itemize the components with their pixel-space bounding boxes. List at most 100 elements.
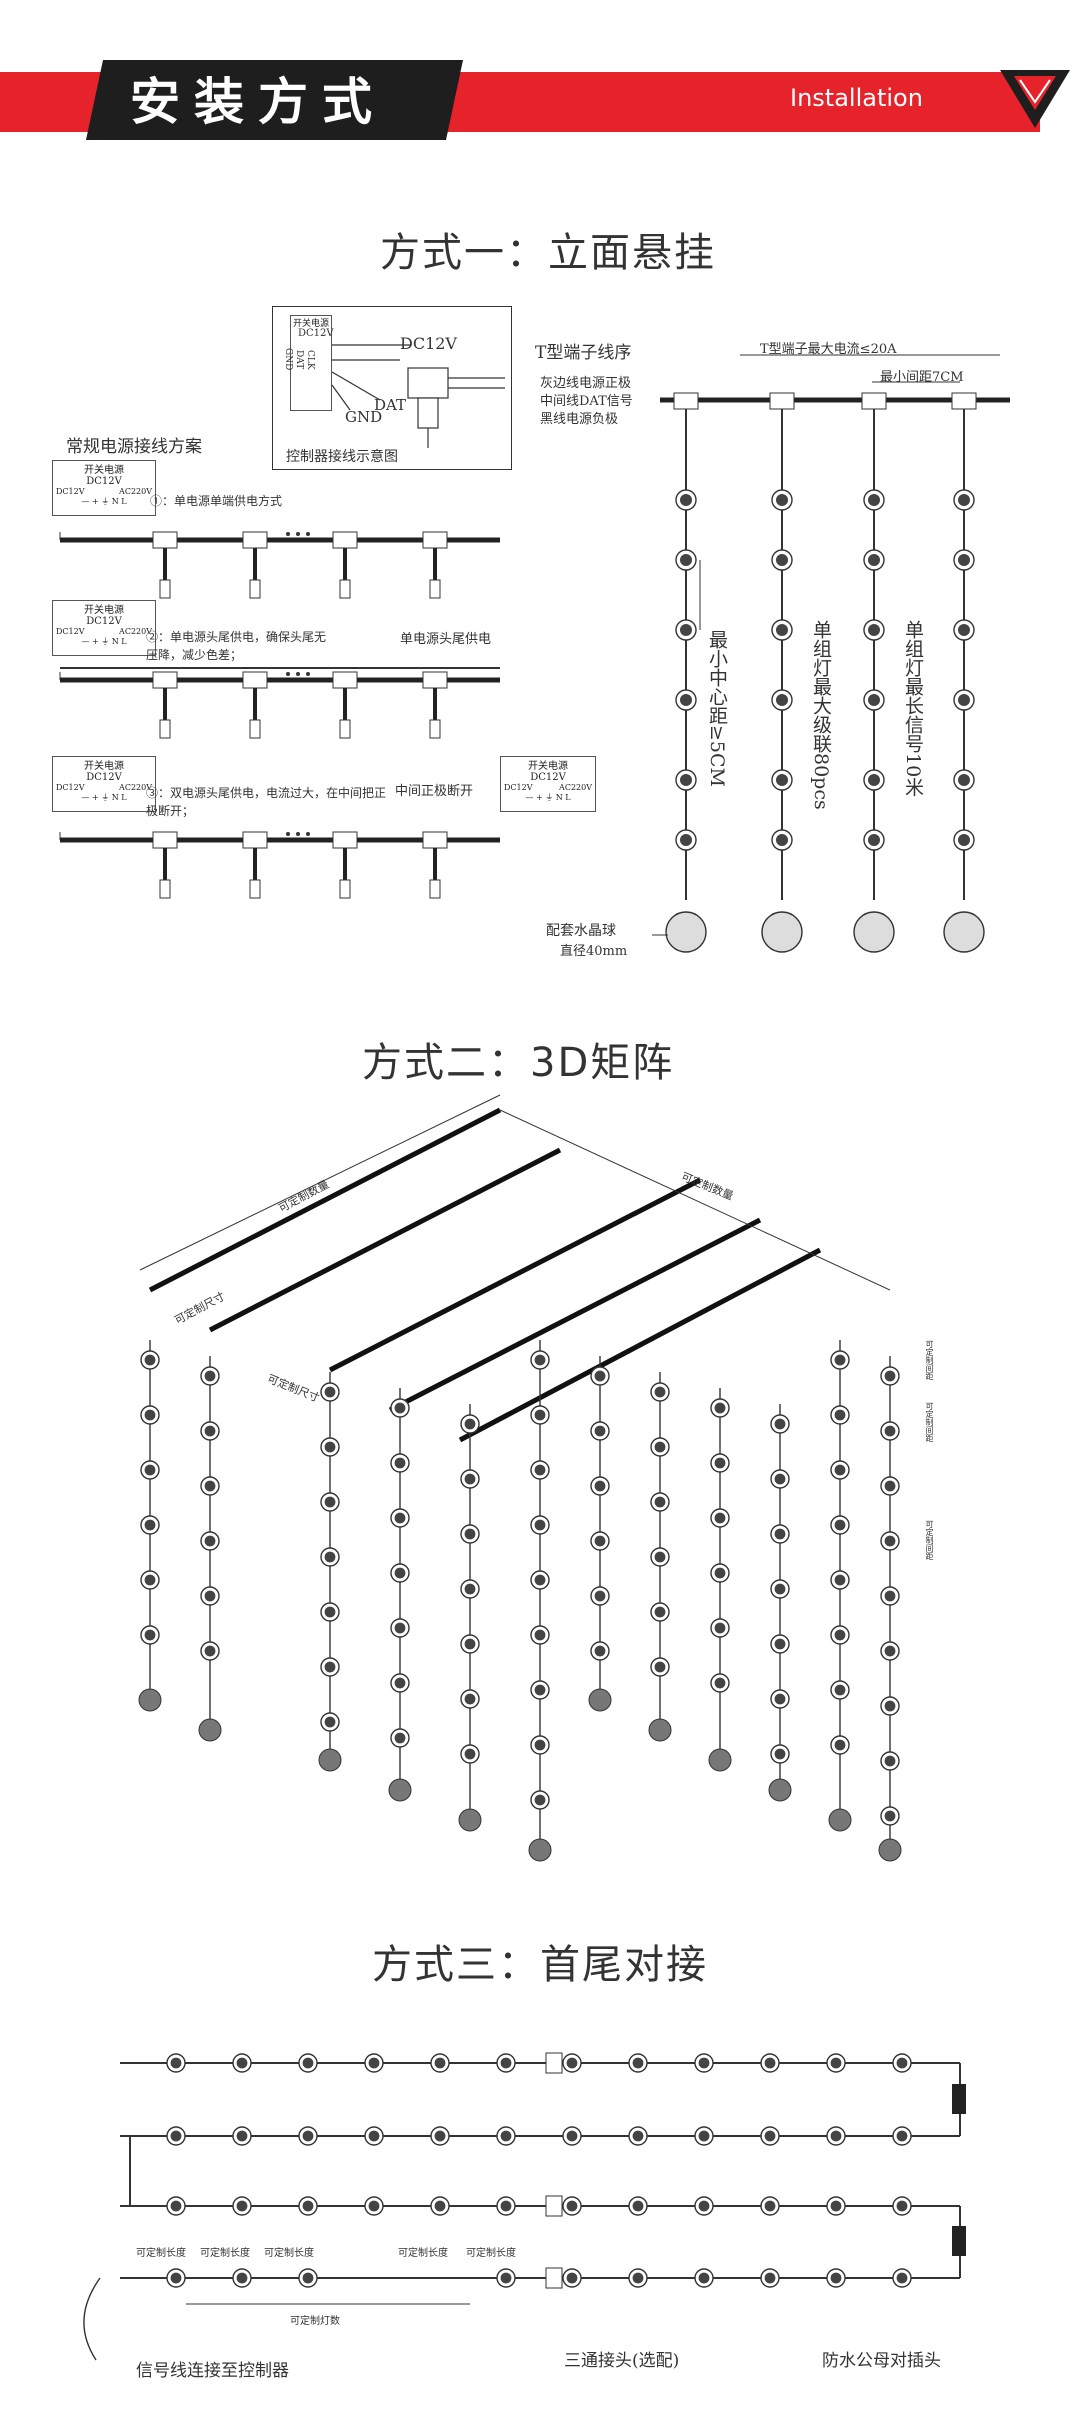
pixel-core	[830, 2130, 842, 2142]
ellipsis-dot	[286, 832, 290, 836]
pixel-core	[884, 1370, 896, 1382]
matrix-bar	[328, 1177, 702, 1373]
ellipsis-dot	[296, 832, 300, 836]
tee-connector	[545, 2267, 563, 2289]
pixel-core	[834, 1354, 846, 1366]
min-center-label: 最小中心距≥5CM	[706, 630, 728, 788]
pixel-core	[594, 1535, 606, 1547]
pixel-core	[368, 2130, 380, 2142]
pixel-core	[144, 1409, 156, 1421]
section1-title: 方式一：立面悬挂	[380, 230, 716, 276]
matrix-ball	[648, 1718, 672, 1742]
pixel-core	[884, 1425, 896, 1437]
pixel-core	[204, 1425, 216, 1437]
pixel-core	[776, 494, 788, 506]
psu-voltage: DC12V	[86, 476, 122, 487]
pixel-core	[144, 1629, 156, 1641]
pixel-core	[654, 1386, 666, 1398]
pixel-core	[834, 1684, 846, 1696]
pixel-core	[204, 1480, 216, 1492]
pixel-core	[302, 2272, 314, 2284]
pixel-core	[868, 494, 880, 506]
custom-length-3: 可定制长度	[264, 2248, 314, 2259]
custom-length-4: 可定制长度	[398, 2248, 448, 2259]
pixel-core	[632, 2130, 644, 2142]
pixel-core	[834, 1464, 846, 1476]
pixel-core	[594, 1645, 606, 1657]
psu-terminals: — + ⏚ N L	[81, 637, 127, 646]
pixel-core	[302, 2057, 314, 2069]
pixel-core	[394, 1677, 406, 1689]
pixel-core	[958, 554, 970, 566]
signal-lead	[83, 2277, 101, 2361]
min-spacing-label: 最小间距7CM	[880, 370, 964, 385]
custom-count: 可定制灯数	[290, 2316, 340, 2327]
matrix-spacing-3: 可定制间距	[925, 1520, 934, 1560]
pixel-core	[680, 624, 692, 636]
pixel-core	[204, 1590, 216, 1602]
connector-plug	[339, 579, 351, 599]
ellipsis-dot	[286, 532, 290, 536]
pixel-core	[204, 1645, 216, 1657]
psu-dc: DC12V	[56, 783, 85, 792]
crystal-ball-label: 配套水晶球	[546, 923, 616, 939]
vertical-strings-diagram	[652, 354, 1010, 953]
pixel-core	[868, 624, 880, 636]
pixel-core	[632, 2200, 644, 2212]
pixel-core	[566, 2200, 578, 2212]
pixel-core	[394, 1732, 406, 1744]
pixel-core	[868, 554, 880, 566]
pixel-core	[776, 624, 788, 636]
pixel-core	[324, 1496, 336, 1508]
pixel-core	[464, 1473, 476, 1485]
crystal-diameter-label: 直径40mm	[560, 944, 628, 959]
matrix-bar	[208, 1147, 562, 1333]
controller-psu-label: 开关电源	[292, 319, 329, 329]
pixel-core	[774, 1748, 786, 1760]
tee-connector	[545, 2052, 563, 2074]
matrix-spacing-2: 可定制间距	[925, 1402, 934, 1442]
pixel-core	[714, 1512, 726, 1524]
waterproof-plug	[952, 2084, 966, 2114]
pixel-core	[680, 694, 692, 706]
pixel-core	[324, 1606, 336, 1618]
pixel-core	[302, 2200, 314, 2212]
tee-connector	[545, 2195, 563, 2217]
section2-title: 方式二：3D矩阵	[362, 1040, 675, 1086]
connector-plug	[429, 579, 441, 599]
pixel-core	[830, 2057, 842, 2069]
matrix-ball	[528, 1838, 552, 1862]
pixel-core	[834, 1629, 846, 1641]
matrix-bar	[388, 1217, 762, 1413]
pixel-core	[236, 2057, 248, 2069]
custom-length-5: 可定制长度	[466, 2248, 516, 2259]
waterproof-plug	[952, 2226, 966, 2256]
pixel-core	[698, 2200, 710, 2212]
connector-plug	[159, 879, 171, 899]
matrix-bar	[148, 1107, 502, 1293]
matrix-dimension-line	[139, 1094, 501, 1271]
pixel-core	[834, 1519, 846, 1531]
pixel-core	[534, 1684, 546, 1696]
psu-dc: DC12V	[56, 627, 85, 636]
pixel-core	[394, 1402, 406, 1414]
pixel-core	[144, 1519, 156, 1531]
controller-caption: 控制器接线示意图	[286, 449, 398, 465]
pixel-core	[170, 2057, 182, 2069]
pixel-core	[834, 1574, 846, 1586]
pixel-core	[774, 1693, 786, 1705]
pixel-core	[958, 494, 970, 506]
t-terminal-title: T型端子线序	[535, 343, 632, 363]
psu-voltage: DC12V	[530, 772, 566, 783]
page-title: 安装方式	[130, 73, 386, 131]
tee-connector-label: 三通接头(选配)	[564, 2351, 680, 2371]
pixel-core	[368, 2200, 380, 2212]
pixel-core	[566, 2057, 578, 2069]
pixel-core	[896, 2057, 908, 2069]
pixel-core	[884, 1535, 896, 1547]
pixel-core	[774, 1473, 786, 1485]
pixel-core	[764, 2272, 776, 2284]
